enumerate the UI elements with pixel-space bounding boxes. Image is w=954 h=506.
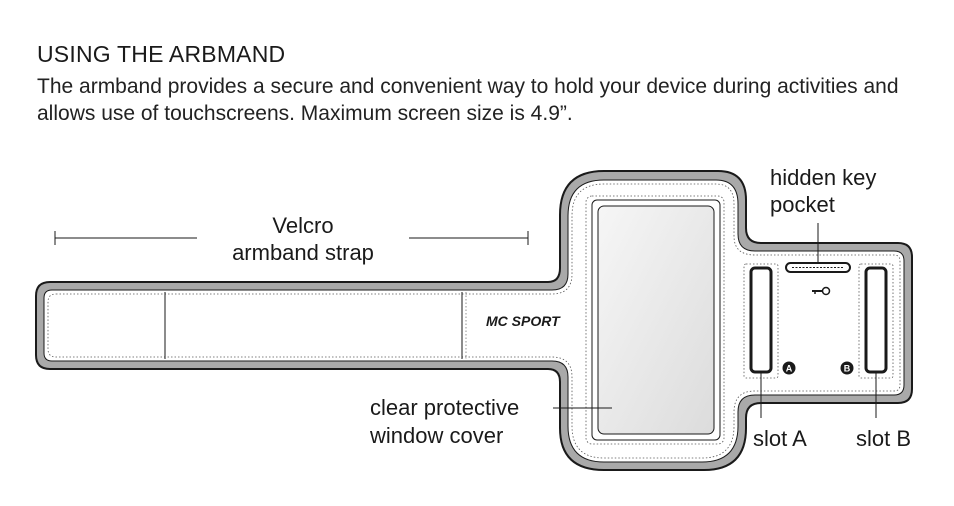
brand-logo: MC SPORT — [486, 313, 561, 329]
slot-a-label: slot A — [753, 426, 807, 451]
slot-b — [864, 266, 888, 374]
slot-b-marker — [840, 361, 854, 375]
clear-window — [597, 205, 715, 435]
strap-label-line2: armband strap — [232, 240, 374, 265]
key-pocket-label-line1: hidden key — [770, 165, 876, 190]
window-label-line1: clear protective — [370, 395, 519, 420]
svg-text:MC SPORT: MC SPORT — [486, 313, 561, 329]
slot-a — [749, 266, 773, 374]
slot-b-label: slot B — [856, 426, 911, 451]
key-icon — [812, 286, 831, 296]
slot-b-stitch — [858, 263, 894, 379]
window-label-line2: window cover — [369, 423, 503, 448]
slot-a-marker — [782, 361, 796, 375]
strap-label-line1: Velcro — [272, 213, 333, 238]
stitching — [47, 183, 901, 459]
page-title: USING THE ARBMAND — [37, 41, 286, 67]
window-frame-stitch — [585, 195, 725, 445]
key-pocket-label-line2: pocket — [770, 192, 835, 217]
slot-b-marker-letter: B — [844, 364, 851, 374]
intro-paragraph: The armband provides a secure and conven… — [37, 75, 899, 125]
slot-a-stitch — [743, 263, 779, 379]
slot-a-marker-letter: A — [786, 364, 793, 374]
strap-dimension-line — [54, 231, 529, 245]
